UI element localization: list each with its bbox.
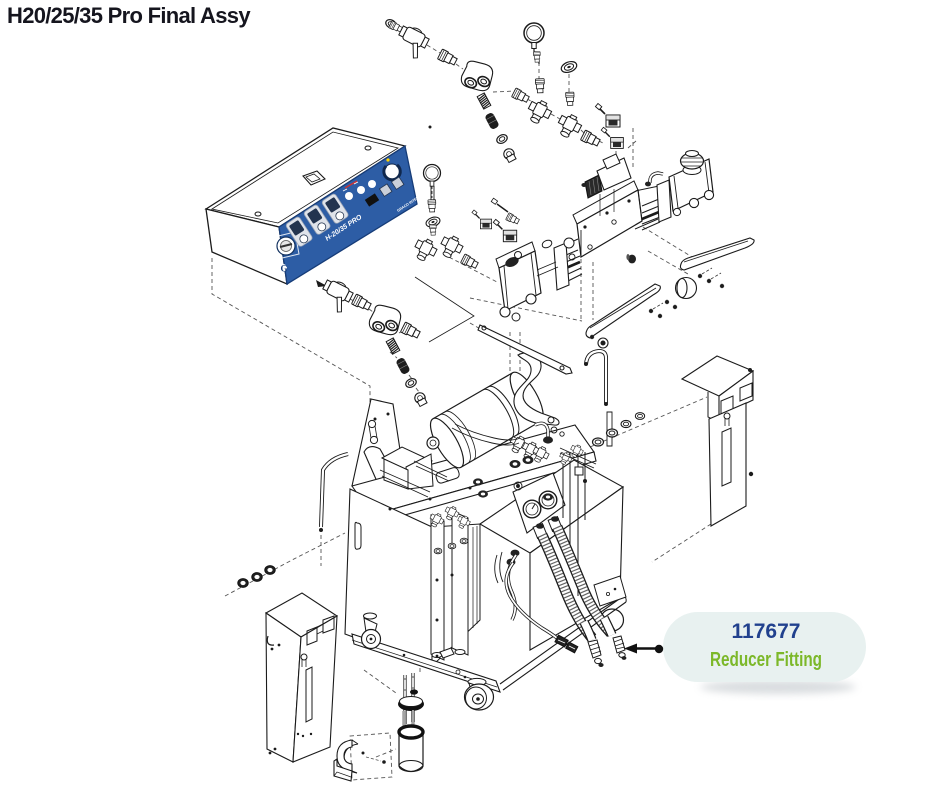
svg-text:H20/25/35 Pro Final Assy: H20/25/35 Pro Final Assy	[7, 3, 251, 28]
svg-text:117677: 117677	[732, 620, 801, 643]
svg-text:Reducer Fitting: Reducer Fitting	[710, 648, 822, 671]
svg-text:G: G	[281, 264, 288, 274]
